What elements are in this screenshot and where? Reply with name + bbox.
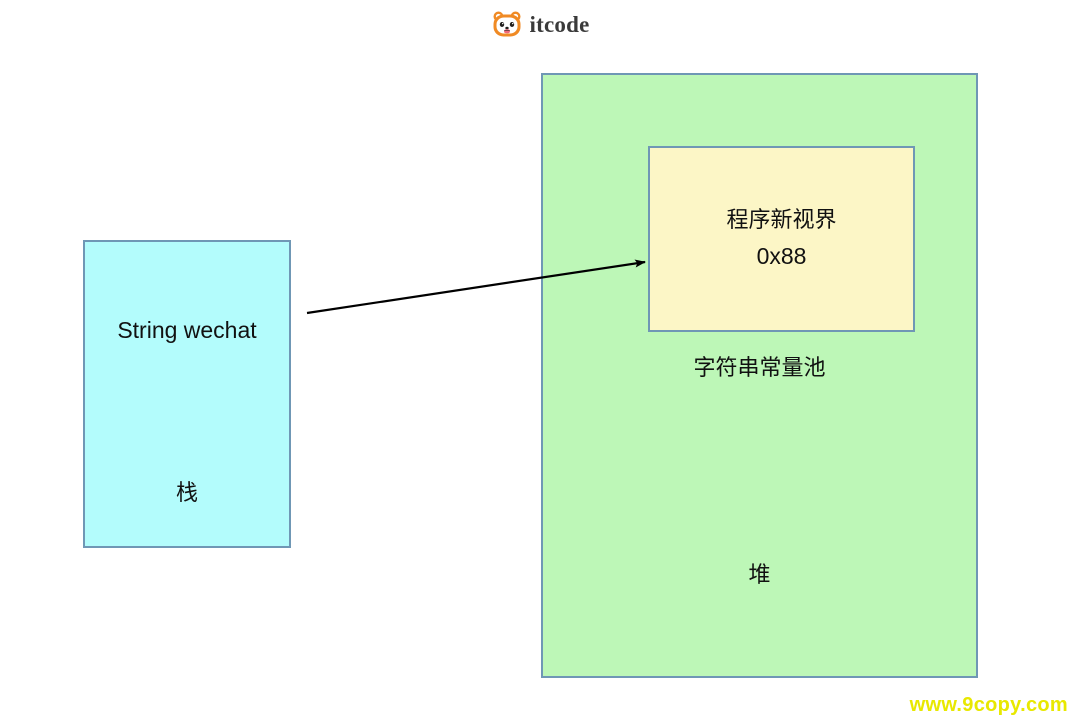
- string-pool-entry-content: 程序新视界 0x88: [650, 203, 913, 275]
- site-watermark: www.9copy.com: [909, 694, 1068, 716]
- string-pool-entry-box: 程序新视界 0x88: [648, 146, 915, 332]
- brand-name: itcode: [529, 11, 590, 37]
- stack-region: String wechat 栈: [83, 240, 291, 548]
- string-pool-entry-address: 0x88: [756, 243, 807, 270]
- string-pool-entry-value: 程序新视界: [726, 208, 837, 233]
- stack-region-label: 栈: [175, 481, 198, 506]
- stack-variable-label: String wechat: [117, 317, 257, 343]
- heap-region-label: 堆: [748, 563, 771, 588]
- hamster-face-icon: [493, 11, 521, 37]
- brand-header: itcode: [0, 8, 1080, 40]
- string-constant-pool-label: 字符串常量池: [693, 356, 826, 381]
